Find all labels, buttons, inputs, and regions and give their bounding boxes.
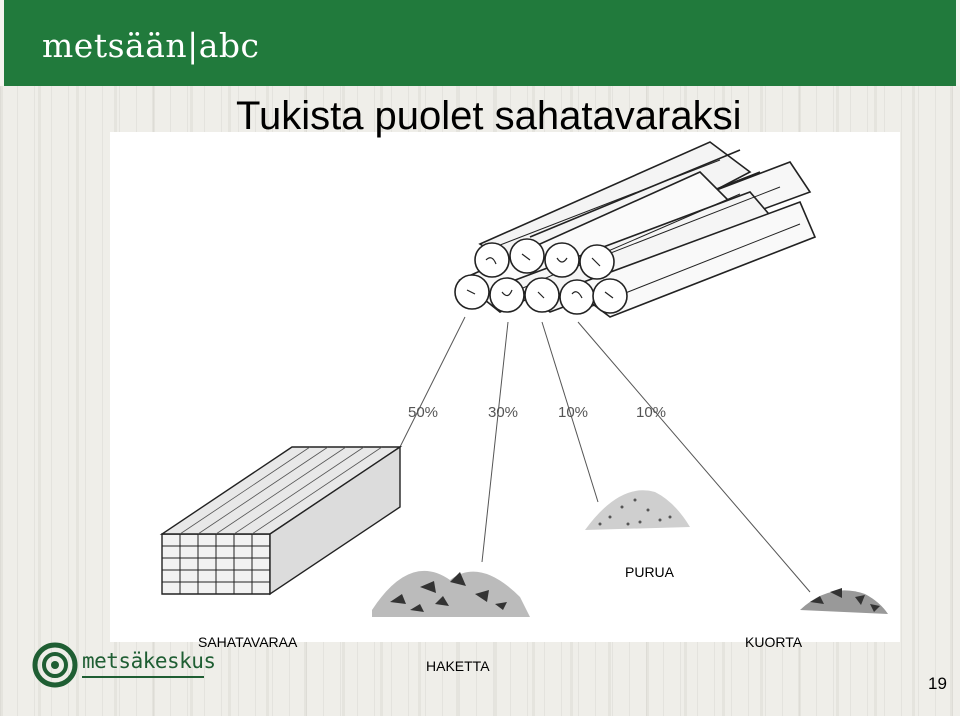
percent-purua: 10% xyxy=(558,404,588,421)
slide-title: Tukista puolet sahatavaraksi xyxy=(236,94,742,138)
log-yield-illustration: 50% 30% 10% 10% xyxy=(159,141,888,617)
log-pile-icon xyxy=(454,141,817,318)
lumber-stack-icon xyxy=(159,445,403,596)
percent-kuorta: 10% xyxy=(636,404,666,421)
bark-icon xyxy=(800,588,888,614)
percent-haketta: 30% xyxy=(488,404,518,421)
metsakeskus-logo-icon xyxy=(32,642,78,688)
wood-chips-icon xyxy=(372,570,530,617)
header-bar: metsään|abc xyxy=(4,0,956,86)
label-purua: PURUA xyxy=(625,564,675,580)
metsakeskus-logo-text: metsäkeskus xyxy=(82,649,216,673)
percent-sahatavaraa: 50% xyxy=(408,404,438,421)
page-number: 19 xyxy=(928,674,947,693)
yield-lines xyxy=(399,316,811,593)
label-haketta: HAKETTA xyxy=(426,658,490,674)
label-sahatavaraa: SAHATAVARAA xyxy=(198,634,298,650)
metsaan-abc-logo: metsään|abc xyxy=(42,26,260,65)
sawdust-icon xyxy=(585,490,690,530)
label-kuorta: KUORTA xyxy=(745,634,803,650)
footer-logo-underline xyxy=(82,676,204,678)
